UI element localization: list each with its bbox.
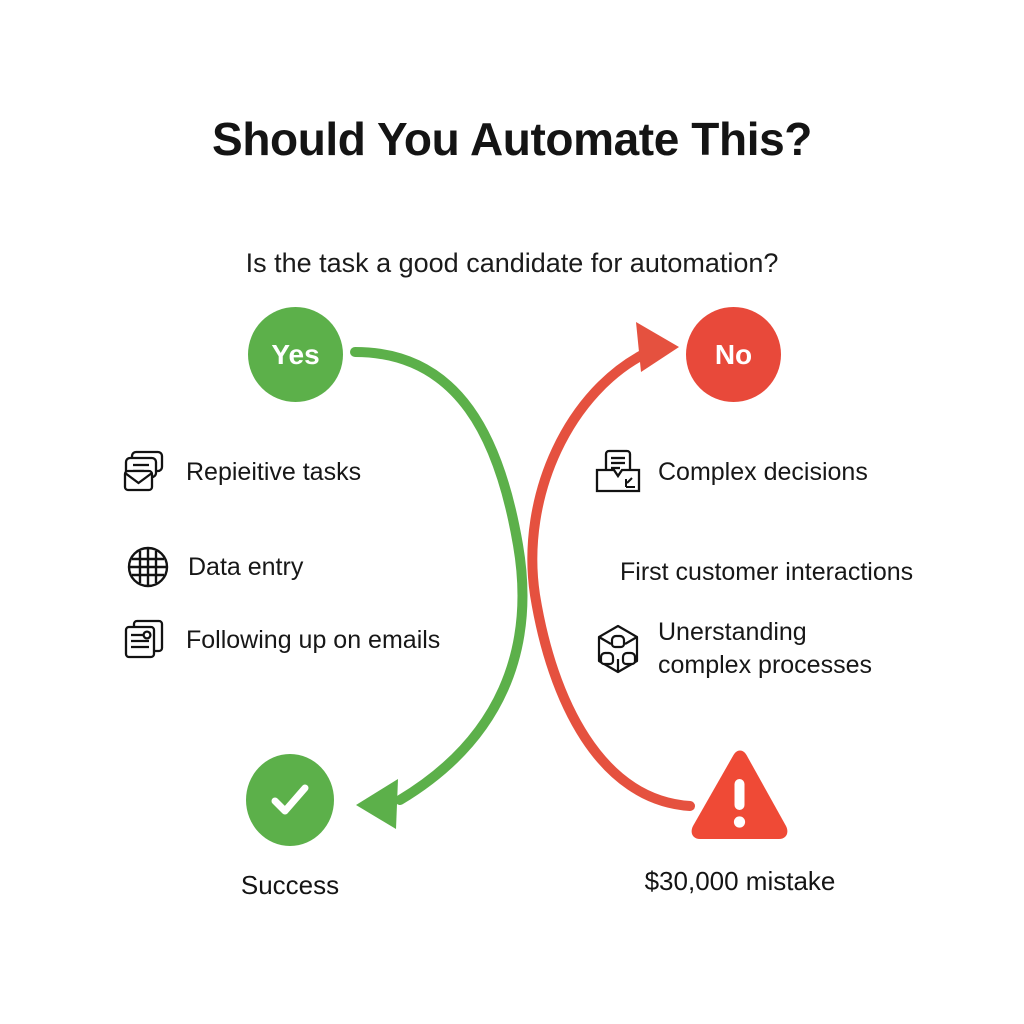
outcome-mistake-label: $30,000 mistake	[644, 866, 836, 896]
list-item[interactable]: Unerstanding complex processes	[592, 616, 872, 682]
list-item[interactable]: First customer interactions	[606, 546, 913, 598]
list-item[interactable]: Following up on emails	[120, 614, 440, 666]
document-tray-chart-icon	[592, 446, 644, 498]
decision-node-yes[interactable]: Yes	[248, 307, 343, 402]
mail-stack-icon	[120, 446, 172, 498]
outcome-mistake-badge	[600, 748, 880, 844]
list-item-label: Repieitive tasks	[186, 457, 362, 486]
page-subtitle: Is the task a good candidate for automat…	[245, 248, 779, 278]
outcome-success-label: Success	[240, 870, 340, 900]
arrowhead-no	[636, 322, 679, 372]
page-title: Should You Automate This?	[212, 113, 812, 165]
list-item[interactable]: Data entry	[122, 541, 303, 593]
decision-node-no-label: No	[714, 338, 753, 370]
decision-node-yes-label: Yes	[271, 338, 320, 370]
globe-grid-icon	[122, 541, 174, 593]
outcome-mistake[interactable]: $30,000 mistake	[600, 748, 880, 897]
documents-stack-icon	[120, 614, 172, 666]
check-circle-icon	[246, 754, 334, 846]
list-item[interactable]: Repieitive tasks	[120, 446, 361, 498]
list-item-label: Data entry	[188, 552, 304, 581]
connector-yes-to-success	[350, 347, 528, 805]
list-item-label: Following up on emails	[186, 625, 441, 654]
outcome-success-badge	[150, 752, 430, 848]
outcome-success[interactable]: Success	[150, 752, 430, 901]
decision-node-no[interactable]: No	[686, 307, 781, 402]
puzzle-cube-icon	[592, 623, 644, 675]
list-item[interactable]: Complex decisions	[592, 446, 868, 498]
list-item-label: Complex decisions	[658, 457, 868, 486]
warning-triangle-icon	[687, 746, 793, 847]
list-item-label: Unerstanding complex processes	[658, 618, 872, 679]
list-item-label: First customer interactions	[620, 557, 914, 586]
